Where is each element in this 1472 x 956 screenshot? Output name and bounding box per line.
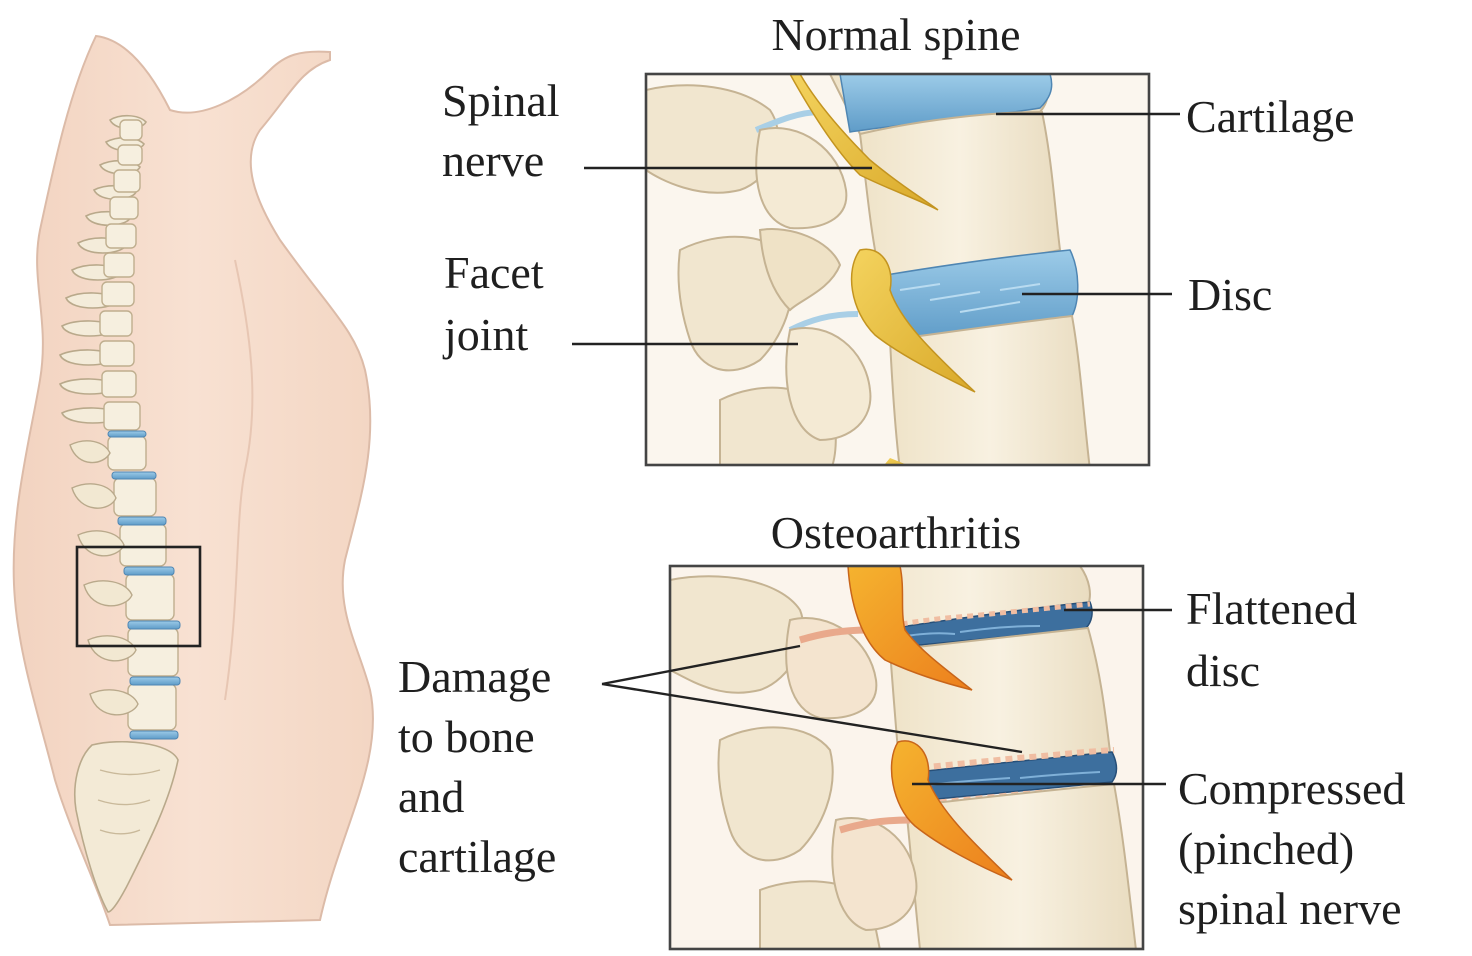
label-damage-line3: and [398, 771, 464, 822]
label-damage-line4: cartilage [398, 831, 556, 882]
label-compressed-nerve-line1: Compressed [1178, 763, 1405, 814]
label-compressed-nerve-line2: (pinched) [1178, 823, 1354, 874]
label-damage-line1: Damage [398, 651, 551, 702]
label-facet-joint-line2: joint [442, 309, 529, 360]
normal-spine-panel [646, 74, 1149, 470]
label-compressed-nerve-line3: spinal nerve [1178, 883, 1402, 934]
label-cartilage-line1: Cartilage [1186, 91, 1355, 142]
label-damage-line2: to bone [398, 711, 535, 762]
normal-spine-title: Normal spine [771, 9, 1020, 60]
label-flattened-disc-line2: disc [1186, 645, 1260, 696]
label-spinal-nerve-line2: nerve [442, 135, 544, 186]
torso-figure [14, 36, 373, 925]
label-disc-line1: Disc [1188, 269, 1272, 320]
osteoarthritis-title: Osteoarthritis [771, 507, 1021, 558]
torso-body [14, 36, 373, 925]
label-flattened-disc-line1: Flattened [1186, 583, 1357, 634]
osteoarthritis-panel [670, 566, 1143, 950]
label-facet-joint-line1: Facet [444, 247, 544, 298]
label-spinal-nerve-line1: Spinal [442, 75, 560, 126]
